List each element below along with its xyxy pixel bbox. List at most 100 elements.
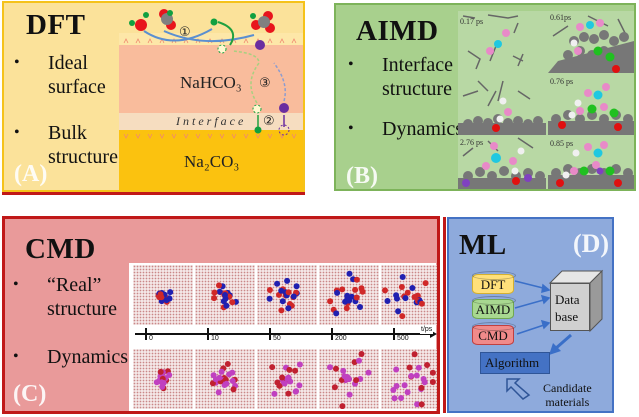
- frame-time-label: 0.17 ps: [460, 17, 484, 26]
- cluster-sphere: [365, 369, 372, 376]
- database-label: Data: [555, 292, 580, 307]
- na2co3-layer: [119, 130, 303, 190]
- cluster-sphere: [390, 387, 397, 393]
- cluster-sphere: [404, 389, 411, 396]
- arrow-step3-green: [231, 50, 260, 104]
- cluster-sphere: [413, 372, 420, 379]
- ion-sphere: [343, 305, 350, 312]
- hollow-arrow-icon: [506, 378, 531, 400]
- vacancy-proton: [252, 104, 262, 114]
- time-tick-label: 10: [211, 335, 219, 342]
- cmd-snapshot-bottom: [381, 349, 437, 409]
- panel-letter: (B): [346, 163, 378, 189]
- ion-sphere: [284, 277, 291, 284]
- cluster-sphere: [408, 373, 415, 379]
- cluster-sphere: [346, 391, 353, 398]
- panel-ml-left-edge: [443, 217, 446, 413]
- panel-letter: (A): [14, 161, 48, 187]
- nahco3-layer: [119, 45, 303, 113]
- cluster-sphere: [281, 380, 288, 387]
- ion-sphere: [285, 289, 292, 296]
- ion-sphere: [290, 293, 297, 300]
- ion-sphere: [422, 280, 429, 287]
- panel-title: AIMD: [356, 15, 439, 47]
- ion-sphere: [216, 288, 223, 295]
- ion-sphere: [167, 289, 174, 296]
- time-tick: [331, 328, 333, 340]
- proton-atom: [254, 126, 262, 134]
- cluster-sphere: [429, 379, 436, 385]
- ion-sphere: [334, 289, 341, 296]
- cmd-snapshot-top: [381, 265, 437, 325]
- bullet-dot: •: [13, 276, 19, 293]
- cluster-sphere: [393, 383, 400, 389]
- ion-sphere: [266, 287, 273, 293]
- cmd-snapshot-bottom: [257, 349, 317, 409]
- bullet-text: Ideal: [48, 52, 88, 74]
- algorithm-box: Algorithm: [480, 352, 550, 374]
- ion-sphere: [223, 302, 230, 309]
- bullet-dot: •: [348, 120, 354, 137]
- cluster-sphere: [393, 366, 400, 373]
- cluster-sphere: [333, 365, 339, 372]
- cluster-sphere: [344, 374, 351, 381]
- surface-arrows: [123, 38, 297, 139]
- cluster-sphere: [327, 364, 333, 371]
- ion-sphere: [216, 282, 222, 289]
- arrow-step1b: [163, 30, 255, 43]
- co2-molecule: [159, 9, 176, 30]
- cluster-sphere: [429, 369, 436, 376]
- source-dft: DFT: [472, 271, 516, 294]
- time-tick-label: 50: [273, 335, 281, 342]
- cluster-sphere: [279, 374, 286, 381]
- cmd-snapshot-bottom: [195, 349, 255, 409]
- cluster-sphere: [340, 367, 347, 374]
- cluster-sphere: [292, 388, 299, 395]
- ion-sphere: [399, 313, 406, 320]
- carbonate-molecule: [250, 11, 275, 33]
- bullet-dot: •: [14, 54, 20, 71]
- arrow-step3-purple: [273, 62, 286, 102]
- cluster-sphere: [339, 403, 346, 410]
- ion-sphere: [166, 295, 173, 302]
- frame-time-label: 0.85 ps: [550, 139, 574, 148]
- panel-ml: ML (D) DFT AIMD CMD Data base Algorithm …: [447, 217, 614, 413]
- cluster-sphere: [292, 367, 299, 374]
- ion-sphere: [394, 295, 400, 302]
- cluster-sphere: [286, 366, 293, 373]
- water-molecule: [129, 12, 149, 31]
- source-cmd: CMD: [472, 322, 516, 345]
- ion-sphere: [399, 274, 406, 280]
- time-tick: [207, 328, 209, 340]
- ion-sphere: [222, 292, 228, 298]
- cluster-sphere: [160, 380, 167, 386]
- ion-sphere: [346, 297, 353, 304]
- cluster-sphere: [356, 357, 362, 364]
- ion-sphere: [346, 270, 353, 277]
- time-tick: [269, 328, 271, 340]
- ion-sphere: [353, 276, 360, 283]
- panel-letter: (D): [573, 229, 610, 258]
- aimd-frame-2.76: 2.76 ps: [458, 136, 546, 189]
- candidate-label: Candidate: [543, 381, 592, 395]
- ion-sphere: [339, 286, 346, 293]
- panel-title: ML: [459, 229, 507, 261]
- cluster-sphere: [218, 368, 225, 375]
- ion-sphere: [382, 287, 388, 294]
- ion-sphere: [402, 295, 409, 302]
- ion-sphere: [359, 288, 366, 295]
- reaction-diagram: ① ② ③: [123, 9, 297, 139]
- bullet-text: Interface: [382, 54, 454, 76]
- ion-sphere: [344, 292, 351, 299]
- step-1-label: ①: [179, 25, 191, 40]
- cluster-sphere: [274, 379, 281, 386]
- bullet-dot: •: [14, 124, 20, 141]
- cmd-snapshot-top: [319, 265, 379, 325]
- cluster-sphere: [421, 379, 428, 386]
- ion-sphere: [352, 286, 359, 293]
- cluster-sphere: [401, 382, 408, 389]
- cmd-snapshot-bottom: [133, 349, 193, 409]
- ion-sphere: [404, 289, 411, 296]
